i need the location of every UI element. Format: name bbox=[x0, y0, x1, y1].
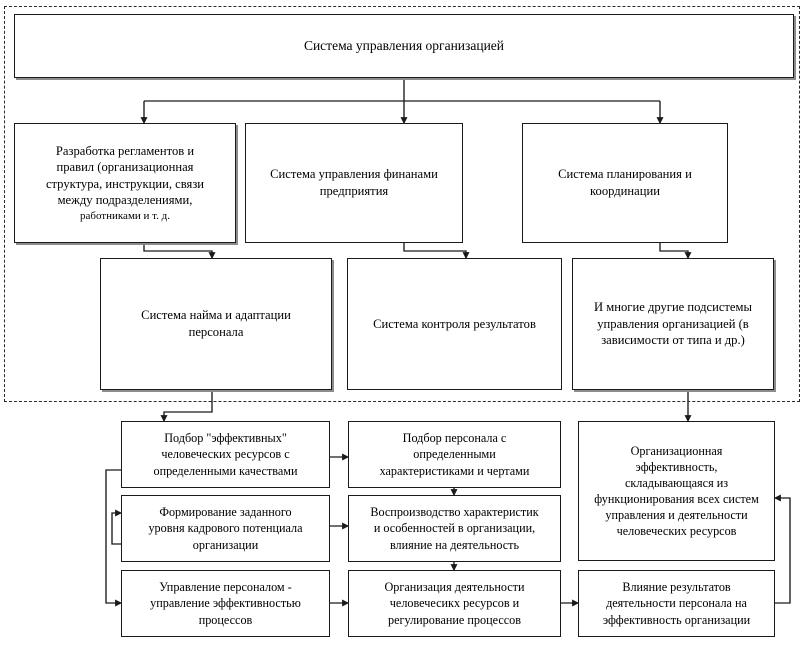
box-other-subsystems-label: И многие другие подсистемы управления ор… bbox=[594, 300, 752, 348]
box-hr-potential-label: Формирование заданного уровня кадрового … bbox=[148, 505, 303, 552]
box-activity-organization-label: Организация деятельности человечесикх ре… bbox=[384, 580, 525, 627]
box-organizational-effectiveness[interactable]: Организационная эффективность, складываю… bbox=[578, 421, 775, 561]
box-regulations-sub: работниками и т. д. bbox=[79, 209, 171, 222]
box-root-management-system[interactable]: Система управления организацией bbox=[14, 14, 794, 78]
box-hr-potential[interactable]: Формирование заданного уровня кадрового … bbox=[121, 495, 330, 562]
dashed-scope-region bbox=[4, 6, 800, 402]
box-results-impact-label: Влияние результатов деятельности персона… bbox=[602, 580, 751, 627]
box-selection-characteristics-label: Подбор персонала с определенными характе… bbox=[379, 431, 530, 478]
box-planning-coordination[interactable]: Система планирования и координации bbox=[522, 123, 728, 243]
box-hiring-adaptation-label: Система найма и адаптации персонала bbox=[141, 308, 291, 339]
box-activity-organization[interactable]: Организация деятельности человечесикх ре… bbox=[348, 570, 561, 637]
box-regulations-main: Разработка регламентов и правил (организ… bbox=[45, 143, 205, 208]
box-results-control-label: Система контроля результатов bbox=[373, 316, 536, 331]
box-reproduction-characteristics-label: Воспроизводство характеристик и особенно… bbox=[370, 505, 539, 552]
box-selection-effective-label: Подбор "эффективных" человеческих ресурс… bbox=[153, 431, 298, 478]
box-selection-effective[interactable]: Подбор "эффективных" человеческих ресурс… bbox=[121, 421, 330, 488]
box-organizational-effectiveness-label: Организационная эффективность, складываю… bbox=[594, 443, 759, 539]
box-personnel-management-label: Управление персоналом - управление эффек… bbox=[150, 580, 301, 627]
box-personnel-management[interactable]: Управление персоналом - управление эффек… bbox=[121, 570, 330, 637]
box-results-impact[interactable]: Влияние результатов деятельности персона… bbox=[578, 570, 775, 637]
box-hiring-adaptation[interactable]: Система найма и адаптации персонала bbox=[100, 258, 332, 390]
box-regulations-label: Разработка регламентов и правил (организ… bbox=[20, 126, 230, 240]
box-finance-management[interactable]: Система управления финанами предприятия bbox=[245, 123, 463, 243]
box-finance-management-label: Система управления финанами предприятия bbox=[270, 167, 438, 198]
box-root-label: Система управления организацией bbox=[303, 38, 505, 54]
box-regulations[interactable]: Разработка регламентов и правил (организ… bbox=[14, 123, 236, 243]
box-planning-coordination-label: Система планирования и координации bbox=[558, 167, 692, 198]
box-results-control[interactable]: Система контроля результатов bbox=[347, 258, 562, 390]
box-other-subsystems[interactable]: И многие другие подсистемы управления ор… bbox=[572, 258, 774, 390]
box-reproduction-characteristics[interactable]: Воспроизводство характеристик и особенно… bbox=[348, 495, 561, 562]
box-selection-characteristics[interactable]: Подбор персонала с определенными характе… bbox=[348, 421, 561, 488]
